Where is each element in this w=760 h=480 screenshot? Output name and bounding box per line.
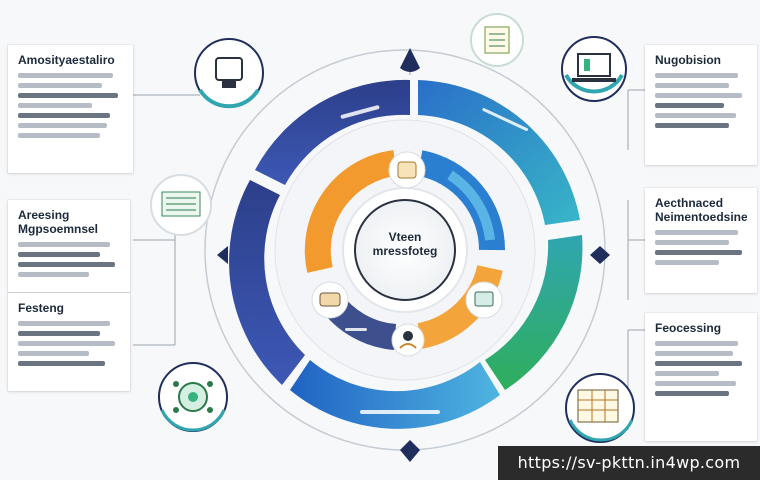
checklist-icon	[470, 13, 524, 67]
source-url-label: https://sv-pkttn.in4wp.com	[498, 446, 760, 480]
center-label: Vteen mressfoteg	[355, 230, 455, 258]
network-icon	[158, 362, 228, 432]
inner-arc-orange	[304, 150, 398, 273]
center-label-line2: mressfoteg	[372, 244, 438, 258]
pointer-right-icon	[590, 246, 610, 264]
card-mid-left: Areesing Mgpsoemnsel	[8, 200, 130, 292]
segment-bottom-blue	[290, 360, 500, 429]
computer-icon	[561, 36, 627, 102]
card-top-right: Nugobision	[645, 45, 757, 165]
card-bottom-right: Feocessing	[645, 313, 757, 441]
inner-arc-highlight	[447, 170, 495, 241]
card-title: Aecthnaced	[655, 196, 724, 210]
outer-icons	[150, 13, 635, 443]
circuit-icon	[150, 174, 212, 236]
spreadsheet-icon	[565, 373, 635, 443]
outer-segments	[229, 79, 583, 429]
diamond-pointers	[217, 48, 610, 462]
card-title: Areesing	[18, 208, 70, 222]
segment-right-green	[485, 235, 583, 390]
center-inner	[354, 199, 456, 301]
printer-icon	[194, 38, 264, 109]
segment-top-navy	[255, 79, 410, 185]
card-title: Amosityaestaliro	[18, 53, 115, 67]
segment-top-right-teal	[418, 80, 580, 225]
inner-nodes	[311, 151, 503, 357]
card-top-left: Amosityaestaliro	[8, 45, 133, 173]
inner-ring	[304, 150, 506, 350]
inner-arc-orange-right	[417, 264, 503, 349]
pointer-top-icon	[400, 48, 420, 72]
segment-labels	[340, 105, 529, 414]
card-subtitle: Neimentoedsine	[655, 210, 747, 224]
card-subtitle: Mgpsoemnsel	[18, 222, 99, 236]
card-mid-right: Aecthnaced Neimentoedsine	[645, 188, 757, 293]
card-title: Nugobision	[655, 53, 721, 67]
center-label-line1: Vteen	[388, 230, 422, 244]
card-bottom-left: Festeng	[8, 293, 130, 391]
card-title: Feocessing	[655, 321, 722, 335]
segment-left-navy	[229, 180, 305, 385]
pointer-bottom-icon	[400, 440, 420, 462]
card-title: Festeng	[18, 301, 65, 315]
pointer-left-icon	[217, 246, 228, 264]
